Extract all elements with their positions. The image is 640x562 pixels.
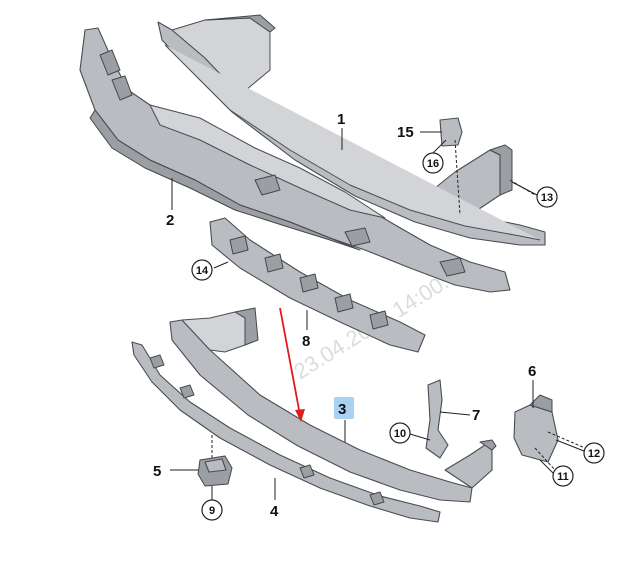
svg-text:8: 8 [302,333,310,350]
callout-3: 3 [334,397,354,419]
part-4-trim-strip [131,341,441,523]
part-6-side-bracket [513,394,559,463]
callout-16: 16 [422,152,444,174]
part-8-bracket [209,217,426,353]
svg-text:10: 10 [394,428,406,440]
callout-4: 4 [270,503,279,520]
callout-13: 13 [536,186,558,208]
callout-14: 14 [191,259,213,281]
svg-text:7: 7 [472,407,480,424]
part-7-bracket [425,379,449,459]
callout-15: 15 [397,124,414,141]
leader-line [539,459,554,474]
leader-line [511,181,538,196]
callout-8: 8 [302,333,310,350]
svg-text:15: 15 [397,124,414,141]
leader-lines [170,128,534,500]
callout-9: 9 [201,499,223,521]
dashed-line [547,431,586,449]
svg-text:9: 9 [209,505,215,517]
callout-1: 1 [337,111,345,128]
svg-text:11: 11 [557,471,569,483]
svg-text:1: 1 [337,111,345,128]
svg-text:12: 12 [588,448,600,460]
red-arrow [279,307,305,422]
leader-line [555,439,585,452]
part-3-lower-beam [169,307,497,503]
leader-line [432,139,447,154]
callout-5: 5 [153,463,161,480]
svg-text:16: 16 [427,158,439,170]
callout-6: 6 [528,363,536,380]
part-1-carrier-beam [157,14,546,246]
callout-3-highlight [334,397,354,419]
callout-7: 7 [472,407,480,424]
svg-text:6: 6 [528,363,536,380]
svg-text:14: 14 [196,265,209,277]
svg-text:4: 4 [270,503,279,520]
dashed-line [454,139,461,216]
svg-text:13: 13 [541,192,553,204]
callout-2: 2 [166,212,174,229]
callout-11: 11 [552,465,574,487]
part-15-clip [439,117,463,147]
svg-text:2: 2 [166,212,174,229]
svg-text:3: 3 [338,401,346,418]
svg-text:5: 5 [153,463,161,480]
callout-12: 12 [583,442,605,464]
callout-10: 10 [389,422,411,444]
part-2-energy-absorber [79,27,511,293]
part-5-small-bracket [197,455,233,487]
